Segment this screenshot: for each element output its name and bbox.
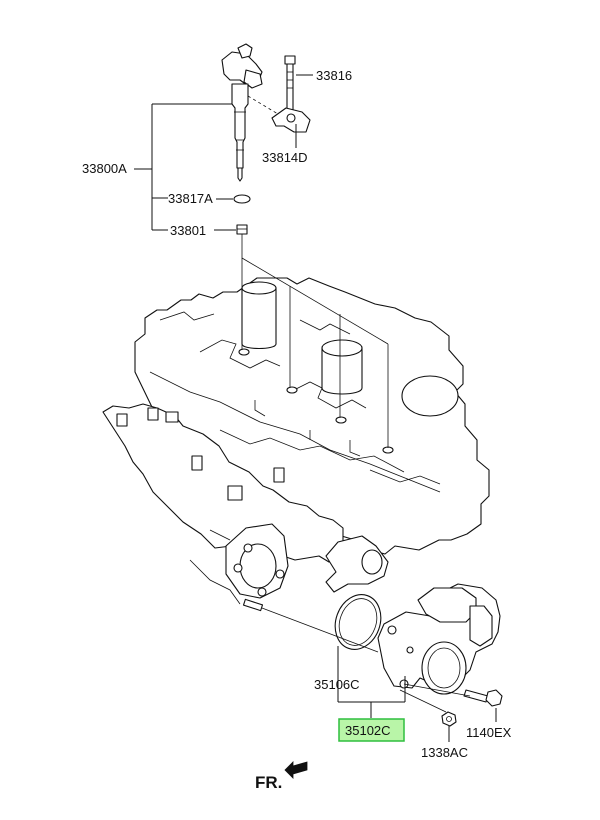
label-33800a[interactable]: 33800A: [82, 161, 127, 176]
callout-bracket-35102c: [337, 646, 497, 742]
front-direction-indicator: FR.: [255, 761, 308, 792]
label-1338ac[interactable]: 1338AC: [421, 745, 468, 760]
clamp-33814d[interactable]: [271, 107, 311, 133]
intake-manifold[interactable]: [102, 403, 389, 612]
front-direction-label: FR.: [255, 773, 282, 792]
highlight-box-35102c[interactable]: [338, 718, 405, 742]
cylinder-head[interactable]: [134, 277, 490, 555]
o-ring-33817a[interactable]: [233, 194, 251, 204]
bolt-1140ex[interactable]: [463, 689, 503, 707]
washer-33801[interactable]: [236, 224, 248, 235]
label-33816[interactable]: 33816: [316, 68, 352, 83]
label-35102c[interactable]: 35102C: [345, 723, 391, 738]
lower-guide-lines: [261, 607, 471, 713]
label-33801[interactable]: 33801: [170, 223, 206, 238]
front-arrow-icon: [284, 761, 308, 779]
label-33817a[interactable]: 33817A: [168, 191, 213, 206]
label-33814d[interactable]: 33814D: [262, 150, 308, 165]
throttle-body-35102c[interactable]: [377, 583, 501, 695]
nut-1338ac[interactable]: [441, 711, 457, 727]
label-35106c[interactable]: 35106C: [314, 677, 360, 692]
callout-bracket-33800a: [134, 103, 232, 231]
label-1140ex[interactable]: 1140EX: [466, 725, 512, 740]
fuel-injector[interactable]: [221, 43, 263, 182]
assembly-guide-lines: [241, 234, 389, 448]
bolt-33816[interactable]: [284, 55, 296, 113]
gasket-35106c[interactable]: [328, 588, 388, 656]
